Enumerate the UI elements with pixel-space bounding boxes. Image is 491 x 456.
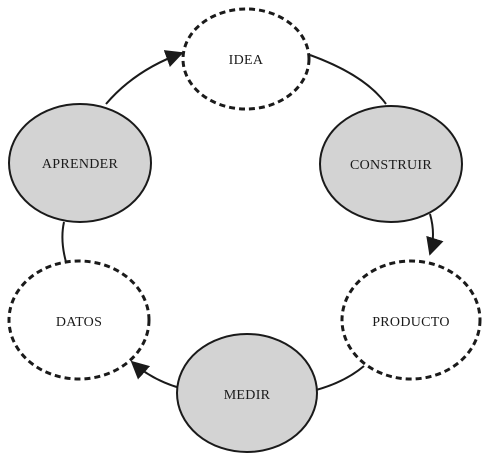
node-aprender-label: APRENDER [42,157,119,172]
node-datos-shape [7,259,151,381]
node-datos: DATOS [7,259,151,381]
node-idea-label: IDEA [229,53,264,68]
edge-medir-datos [130,360,181,389]
node-aprender-shape [8,103,152,223]
edge-idea-construir [309,54,387,105]
node-idea: IDEA [181,7,311,111]
node-medir-label: MEDIR [224,388,271,403]
edge-producto-medir [315,365,365,391]
node-construir: CONSTRUIR [319,105,463,223]
node-medir: MEDIR [176,333,318,453]
node-aprender: APRENDER [8,103,152,223]
node-construir-label: CONSTRUIR [350,158,432,173]
edge-construir-producto [426,213,444,256]
edge-datos-aprender [61,221,67,263]
connectors [61,50,444,391]
node-producto-label: PRODUCTO [372,315,450,330]
node-idea-shape [181,7,311,111]
node-producto-shape [340,259,482,381]
node-producto: PRODUCTO [340,259,482,381]
node-datos-label: DATOS [56,315,102,330]
node-construir-shape [319,105,463,223]
edge-aprender-idea [105,50,184,105]
node-medir-shape [176,333,318,453]
